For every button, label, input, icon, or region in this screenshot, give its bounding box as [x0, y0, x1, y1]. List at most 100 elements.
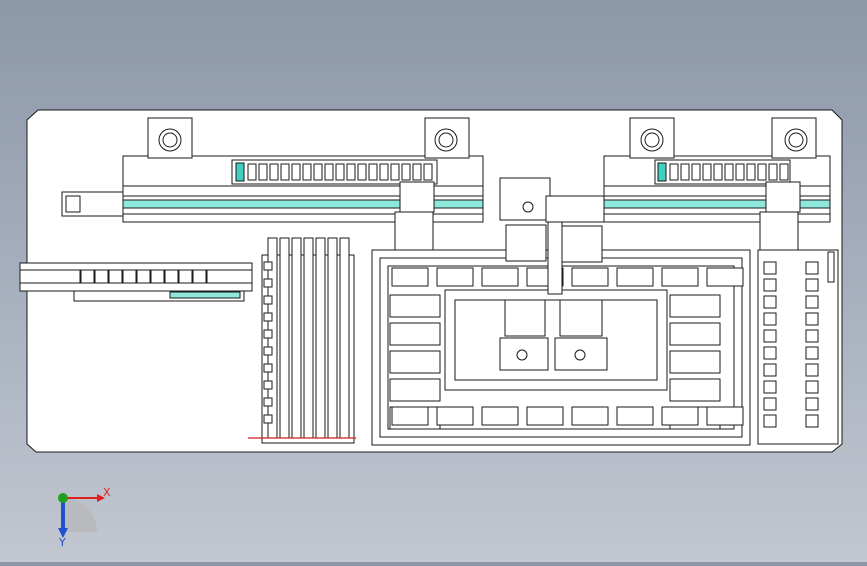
cad-part[interactable] [79, 270, 82, 284]
cad-part[interactable] [263, 414, 273, 424]
cad-part[interactable] [379, 163, 389, 181]
cad-part[interactable] [205, 270, 208, 284]
cad-part[interactable] [661, 406, 699, 426]
cad-part[interactable] [805, 346, 819, 360]
cad-part[interactable] [669, 294, 721, 318]
cad-part[interactable] [669, 163, 679, 181]
cad-part[interactable] [263, 312, 273, 322]
cad-part[interactable] [279, 237, 290, 439]
cad-part[interactable] [436, 406, 474, 426]
cad-part[interactable] [661, 267, 699, 287]
cad-part[interactable] [368, 163, 378, 181]
cad-part[interactable] [805, 329, 819, 343]
cad-part[interactable] [691, 163, 701, 181]
cad-part[interactable] [263, 295, 273, 305]
cad-part[interactable] [805, 261, 819, 275]
cad-part[interactable] [339, 237, 350, 439]
cad-part[interactable] [706, 267, 744, 287]
cad-part[interactable] [763, 414, 777, 428]
cad-part[interactable] [571, 406, 609, 426]
cad-part[interactable] [763, 261, 777, 275]
right-magazine[interactable] [757, 249, 839, 445]
cad-part[interactable] [135, 270, 138, 284]
cad-part[interactable] [390, 163, 400, 181]
cad-part[interactable] [616, 406, 654, 426]
cad-part[interactable] [805, 295, 819, 309]
cad-part[interactable] [481, 267, 519, 287]
cad-part[interactable] [669, 350, 721, 374]
cad-part[interactable] [526, 406, 564, 426]
cad-part[interactable] [757, 163, 767, 181]
vertical-magazine[interactable] [248, 237, 356, 444]
cad-part[interactable] [706, 406, 744, 426]
cad-part[interactable] [481, 406, 519, 426]
cad-part[interactable] [280, 163, 290, 181]
cad-part[interactable] [291, 237, 302, 439]
cad-part[interactable] [805, 312, 819, 326]
cad-part[interactable] [263, 261, 273, 271]
cad-part[interactable] [763, 278, 777, 292]
cad-part[interactable] [779, 163, 789, 181]
cad-part[interactable] [763, 346, 777, 360]
cad-part[interactable] [389, 350, 441, 374]
cad-part[interactable] [302, 163, 312, 181]
cad-part[interactable] [735, 163, 745, 181]
cad-part[interactable] [191, 270, 194, 284]
cad-part[interactable] [805, 380, 819, 394]
cad-part[interactable] [713, 163, 723, 181]
cad-part[interactable] [763, 380, 777, 394]
cad-part[interactable] [768, 163, 778, 181]
cad-part[interactable] [258, 163, 268, 181]
cad-part[interactable] [805, 397, 819, 411]
cad-part[interactable] [93, 270, 96, 284]
left-feeder-rail[interactable] [19, 262, 253, 302]
cad-part[interactable] [107, 270, 110, 284]
cad-part[interactable] [163, 270, 166, 284]
cad-part[interactable] [389, 378, 441, 402]
center-cylinders[interactable] [499, 177, 608, 371]
cad-part[interactable] [763, 312, 777, 326]
cad-part[interactable] [412, 163, 422, 181]
cad-part[interactable] [263, 397, 273, 407]
right-linear-module[interactable] [603, 117, 831, 253]
cad-part[interactable] [327, 237, 338, 439]
cad-part[interactable] [763, 397, 777, 411]
cad-part[interactable] [391, 406, 429, 426]
cad-part[interactable] [724, 163, 734, 181]
cad-part[interactable] [346, 163, 356, 181]
cad-part[interactable] [763, 363, 777, 377]
cad-part[interactable] [805, 414, 819, 428]
cad-part[interactable] [315, 237, 326, 439]
cad-part[interactable] [324, 163, 334, 181]
cad-part[interactable] [177, 270, 180, 284]
cad-part[interactable] [357, 163, 367, 181]
cad-part[interactable] [335, 163, 345, 181]
cad-part[interactable] [436, 267, 474, 287]
cad-part[interactable] [121, 270, 124, 284]
cad-part[interactable] [680, 163, 690, 181]
cad-part[interactable] [669, 378, 721, 402]
cad-part[interactable] [313, 163, 323, 181]
cad-part[interactable] [702, 163, 712, 181]
cad-part[interactable] [247, 163, 257, 181]
cad-part[interactable] [616, 267, 654, 287]
cad-part[interactable] [263, 329, 273, 339]
cad-part[interactable] [669, 322, 721, 346]
cad-part[interactable] [401, 163, 411, 181]
cad-part[interactable] [291, 163, 301, 181]
cad-part[interactable] [805, 363, 819, 377]
cad-part[interactable] [149, 270, 152, 284]
cad-part[interactable] [303, 237, 314, 439]
cad-part[interactable] [423, 163, 433, 181]
cad-part[interactable] [263, 380, 273, 390]
cad-part[interactable] [269, 163, 279, 181]
cad-part[interactable] [389, 322, 441, 346]
cad-part[interactable] [391, 267, 429, 287]
cad-part[interactable] [263, 278, 273, 288]
cad-part[interactable] [571, 267, 609, 287]
cad-part[interactable] [746, 163, 756, 181]
cad-part[interactable] [263, 363, 273, 373]
cad-part[interactable] [263, 346, 273, 356]
